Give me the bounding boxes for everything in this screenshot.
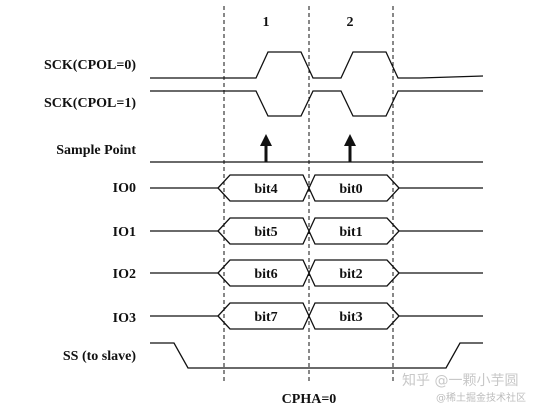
label-ss: SS (to slave)	[63, 349, 136, 364]
label-io2: IO2	[113, 267, 136, 282]
cycle-number-1: 1	[263, 15, 270, 30]
waveform-sck-cpol1	[150, 90, 483, 117]
sample-arrow-1	[260, 134, 272, 162]
waveform-ss	[150, 342, 483, 369]
bus-cell-io2-a: bit6	[254, 267, 277, 282]
bus-cell-io1-b: bit1	[339, 225, 362, 240]
label-io3: IO3	[113, 311, 136, 326]
bus-cell-io3-b: bit3	[339, 310, 362, 325]
label-io0: IO0	[113, 181, 136, 196]
bus-cell-io2-b: bit2	[339, 267, 362, 282]
waveform-sck-cpol0	[150, 51, 484, 79]
label-io1: IO1	[113, 225, 136, 240]
label-sample-point: Sample Point	[56, 143, 136, 158]
label-sck-cpol0: SCK(CPOL=0)	[44, 58, 136, 73]
bus-io3: bit7 bit3	[150, 302, 483, 330]
bus-io1: bit5 bit1	[150, 217, 483, 245]
bus-io2: bit6 bit2	[150, 259, 483, 287]
label-sck-cpol1: SCK(CPOL=1)	[44, 96, 136, 111]
watermark-line-1: 知乎 @一颗小芋圆	[402, 372, 518, 389]
bus-cell-io0-b: bit0	[339, 182, 362, 197]
watermark-line-2: @稀土掘金技术社区	[436, 391, 526, 404]
bus-io0: bit4 bit0	[150, 174, 483, 202]
footer-cpha: CPHA=0	[282, 392, 337, 407]
bus-cell-io0-a: bit4	[254, 182, 277, 197]
sample-arrow-2	[344, 134, 356, 162]
bus-cell-io1-a: bit5	[254, 225, 277, 240]
bus-cell-io3-a: bit7	[254, 310, 277, 325]
cycle-number-2: 2	[347, 15, 354, 30]
